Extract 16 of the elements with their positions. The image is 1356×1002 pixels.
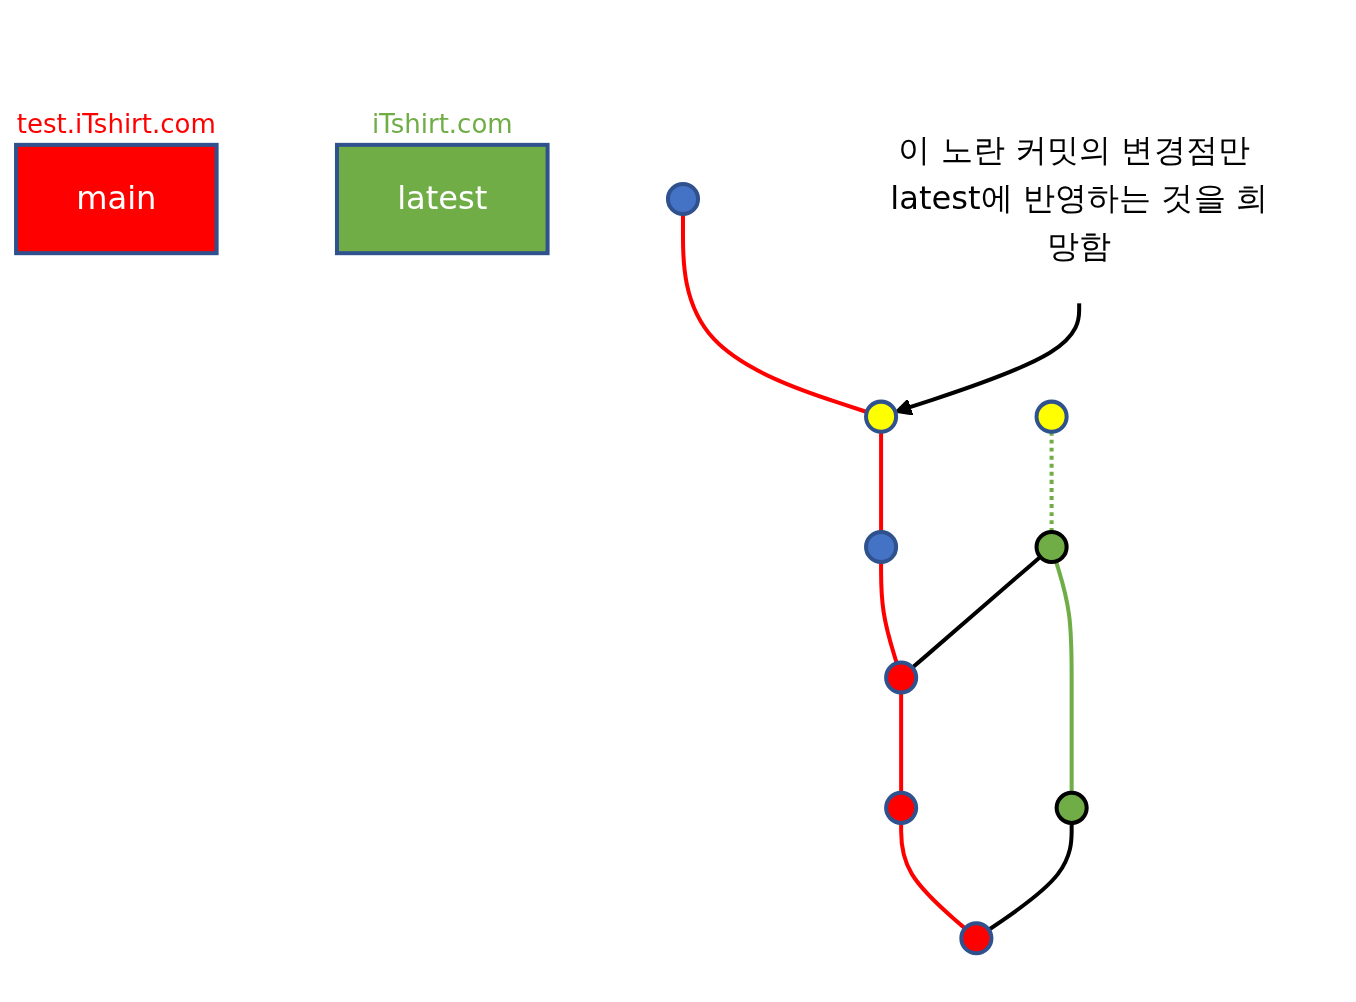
- node-circle: [884, 790, 919, 825]
- node-circle: [1034, 530, 1069, 565]
- node-circle: [884, 660, 919, 695]
- connector: [911, 555, 1042, 670]
- node-box: latest: [334, 142, 550, 256]
- branch-domain-label: test.iTshirt.com: [16, 108, 216, 139]
- node-circle: [864, 399, 899, 434]
- node-circle: [1054, 790, 1089, 825]
- node-circle: [1034, 399, 1069, 434]
- node-circle: [864, 530, 899, 565]
- branch-domain-label: iTshirt.com: [371, 108, 513, 139]
- node-circle: [665, 181, 701, 217]
- node-box: main: [14, 142, 219, 256]
- node-text: 이 노란 커밋의 변경점만 latest에 반영하는 것을 희망함: [890, 130, 1268, 266]
- connector: [879, 562, 899, 664]
- node-circle: [959, 921, 994, 956]
